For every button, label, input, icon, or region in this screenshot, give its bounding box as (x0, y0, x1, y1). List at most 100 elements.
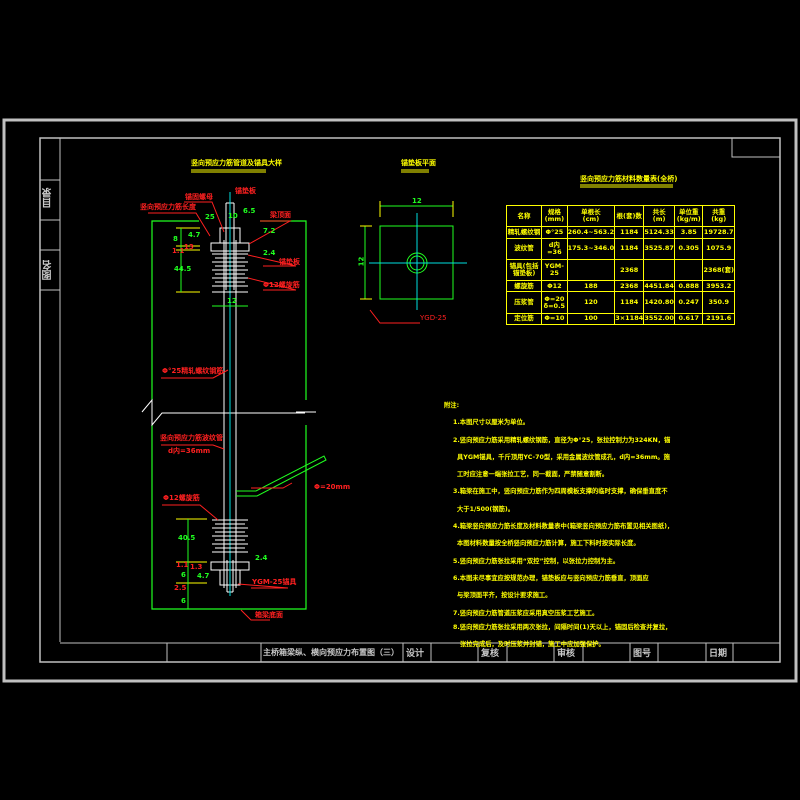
header-count: 根(套)数 (616, 211, 642, 220)
note-line: 张拉完成后，及时压浆并封锚，施工中应加强保护。 (460, 640, 605, 648)
label-top-plate: 锚垫板 (235, 187, 256, 195)
note-line: 2.竖向预应力筋采用精轧螺纹钢筋，直径为Φ°25，张拉控制力为324KN，锚 (453, 436, 671, 444)
header-total-weight-unit: (kg) (711, 215, 727, 224)
dim: 12 (227, 297, 237, 305)
cell-length: 120 (566, 291, 616, 314)
dim: 4.7 (197, 572, 210, 580)
cell-length: 188 (566, 280, 616, 293)
header-unit-weight-unit: (kg/m) (676, 215, 701, 224)
dim: 25 (205, 213, 215, 221)
notes: 附注: 1.本图尺寸以厘米为单位。 2.竖向预应力筋采用精轧螺纹钢筋，直径为Φ°… (444, 400, 674, 656)
note-line: 具YGM锚具，千斤顶用YC-70型，采用金属波纹管成孔，d内=36mm。施 (457, 453, 670, 461)
cell-unit-weight: 3.85 (674, 226, 704, 239)
cell-name: 压浆管 (505, 291, 543, 314)
header-spec-unit: (mm) (544, 215, 565, 224)
cell-spec: Φ=10 (541, 312, 568, 326)
note-line: 本图材料数量按全桥竖向预应力筋计算，施工下料时按实际长度。 (457, 540, 640, 548)
note-line: 与梁顶面平齐，按设计要求施工。 (457, 592, 552, 600)
inner-frame (39, 137, 781, 663)
date-label: 日期 (709, 649, 728, 659)
review-label: 审核 (557, 649, 576, 659)
cell-spec: Φ12 (541, 280, 568, 293)
plate-width-dim: 12 (412, 197, 422, 205)
cell-name: 波纹管 (505, 237, 543, 260)
header-name: 名称 (517, 211, 531, 220)
cell-name: 螺旋筋 (505, 280, 543, 293)
dim: 1.3 (190, 563, 203, 571)
cell-unit-weight: 0.305 (674, 237, 704, 260)
header-unit-weight: 单位重 (679, 208, 699, 217)
cell-length (566, 258, 616, 282)
label-bar-length: 竖向预应力筋长度 (140, 203, 196, 211)
note-line: 5.竖向预应力筋张拉采用“双控”控制，以张拉力控制为主。 (453, 557, 620, 565)
drawing-no-label: 图号 (633, 649, 652, 659)
label-plate: 锚垫板 (279, 258, 300, 266)
label-spiral-bottom: Φ12螺旋筋 (163, 494, 200, 502)
material-table: 名称 规格(mm) 单根长(cm) 根(套)数 共长(m) 单位重(kg/m) … (505, 204, 735, 326)
table-title: 竖向预应力筋材料数量表(全桥) (580, 175, 678, 183)
dim: 44.5 (174, 265, 192, 273)
cell-total-weight: 19728.7 (702, 226, 735, 239)
label-duct: 竖向预应力筋波纹管 (160, 434, 223, 442)
cell-total-weight: 1075.9 (702, 237, 735, 260)
cell-spec: YGM-25 (541, 258, 568, 282)
cell-name: 精轧螺纹钢 (505, 226, 543, 239)
corner-box (731, 137, 781, 158)
cell-total-weight: 2368(套) (702, 258, 735, 282)
note-line: 4.箱梁竖向预应力筋长度及材料数量表中(箱梁竖向预应力筋布置见相关图纸)， (453, 523, 674, 531)
label-grout-pipe: Φ=20mm (314, 483, 351, 491)
cell-count: 1184 (614, 291, 645, 314)
dim: 6.5 (243, 207, 256, 215)
cell-total-length: 3552.00 (643, 312, 676, 326)
header-total-length-unit: (m) (652, 215, 666, 224)
title-block-lines (60, 642, 780, 662)
side-label-catalog: 目录 (43, 188, 54, 208)
spiral-bottom (212, 519, 248, 553)
cell-total-length: 3525.87 (643, 237, 676, 260)
label-bar: Φ°25精轧螺纹钢筋 (162, 367, 224, 375)
cell-spec: Φ=20 δ=0.5 (541, 291, 568, 314)
header-length-unit: (cm) (582, 215, 600, 224)
dim: 6 (181, 597, 186, 605)
label-bottom-face: 箱梁底面 (255, 611, 283, 619)
cell-unit-weight: 0.247 (674, 291, 704, 314)
label-anchor-bottom: YGM-25锚具 (252, 578, 297, 586)
cell-unit-weight (674, 258, 704, 282)
dim: 2.5 (174, 584, 187, 592)
dimension-lines (176, 227, 248, 609)
grout-pipe (236, 455, 327, 497)
label-duct-diameter: d内=36mm (168, 447, 211, 455)
dim: 13 (184, 243, 194, 251)
plate-label: YGD-25 (420, 314, 447, 322)
cell-total-length (643, 258, 676, 282)
dim: 10 (228, 212, 238, 220)
cell-count: 2368 (614, 280, 645, 293)
dim: 1.1 (172, 247, 185, 255)
beam-outline (151, 220, 307, 610)
cell-unit-weight: 0.888 (674, 280, 704, 293)
header-spec: 规格 (547, 208, 561, 217)
dim: 4.7 (188, 231, 201, 239)
cell-unit-weight: 0.617 (674, 312, 704, 326)
plate-height-dim: 12 (357, 256, 366, 267)
label-spiral-top: Φ12螺旋筋 (263, 281, 300, 289)
check-label: 复核 (481, 649, 500, 659)
spiral-top (212, 253, 248, 293)
drawing-title: 主桥箱梁纵、横向预应力布置图（三） (263, 648, 399, 657)
cell-spec: d内=36 (541, 237, 568, 260)
dim: 6 (181, 571, 186, 579)
note-line: 1.本图尺寸以厘米为单位。 (453, 419, 530, 427)
cell-length: 175.3~346.0 (566, 237, 616, 260)
cell-total-weight: 3953.2 (702, 280, 735, 293)
leader-lines (148, 201, 420, 621)
cell-name: 锚具(包括锚垫板) (505, 258, 543, 282)
cell-count: 2368 (614, 258, 645, 282)
note-line: 8.竖向预应力筋张拉采用两次张拉，间隔时间(1)天以上，锚固后检查并复拉， (453, 623, 672, 631)
cell-length: 100 (566, 312, 616, 326)
cell-total-length: 4451.84 (643, 280, 676, 293)
